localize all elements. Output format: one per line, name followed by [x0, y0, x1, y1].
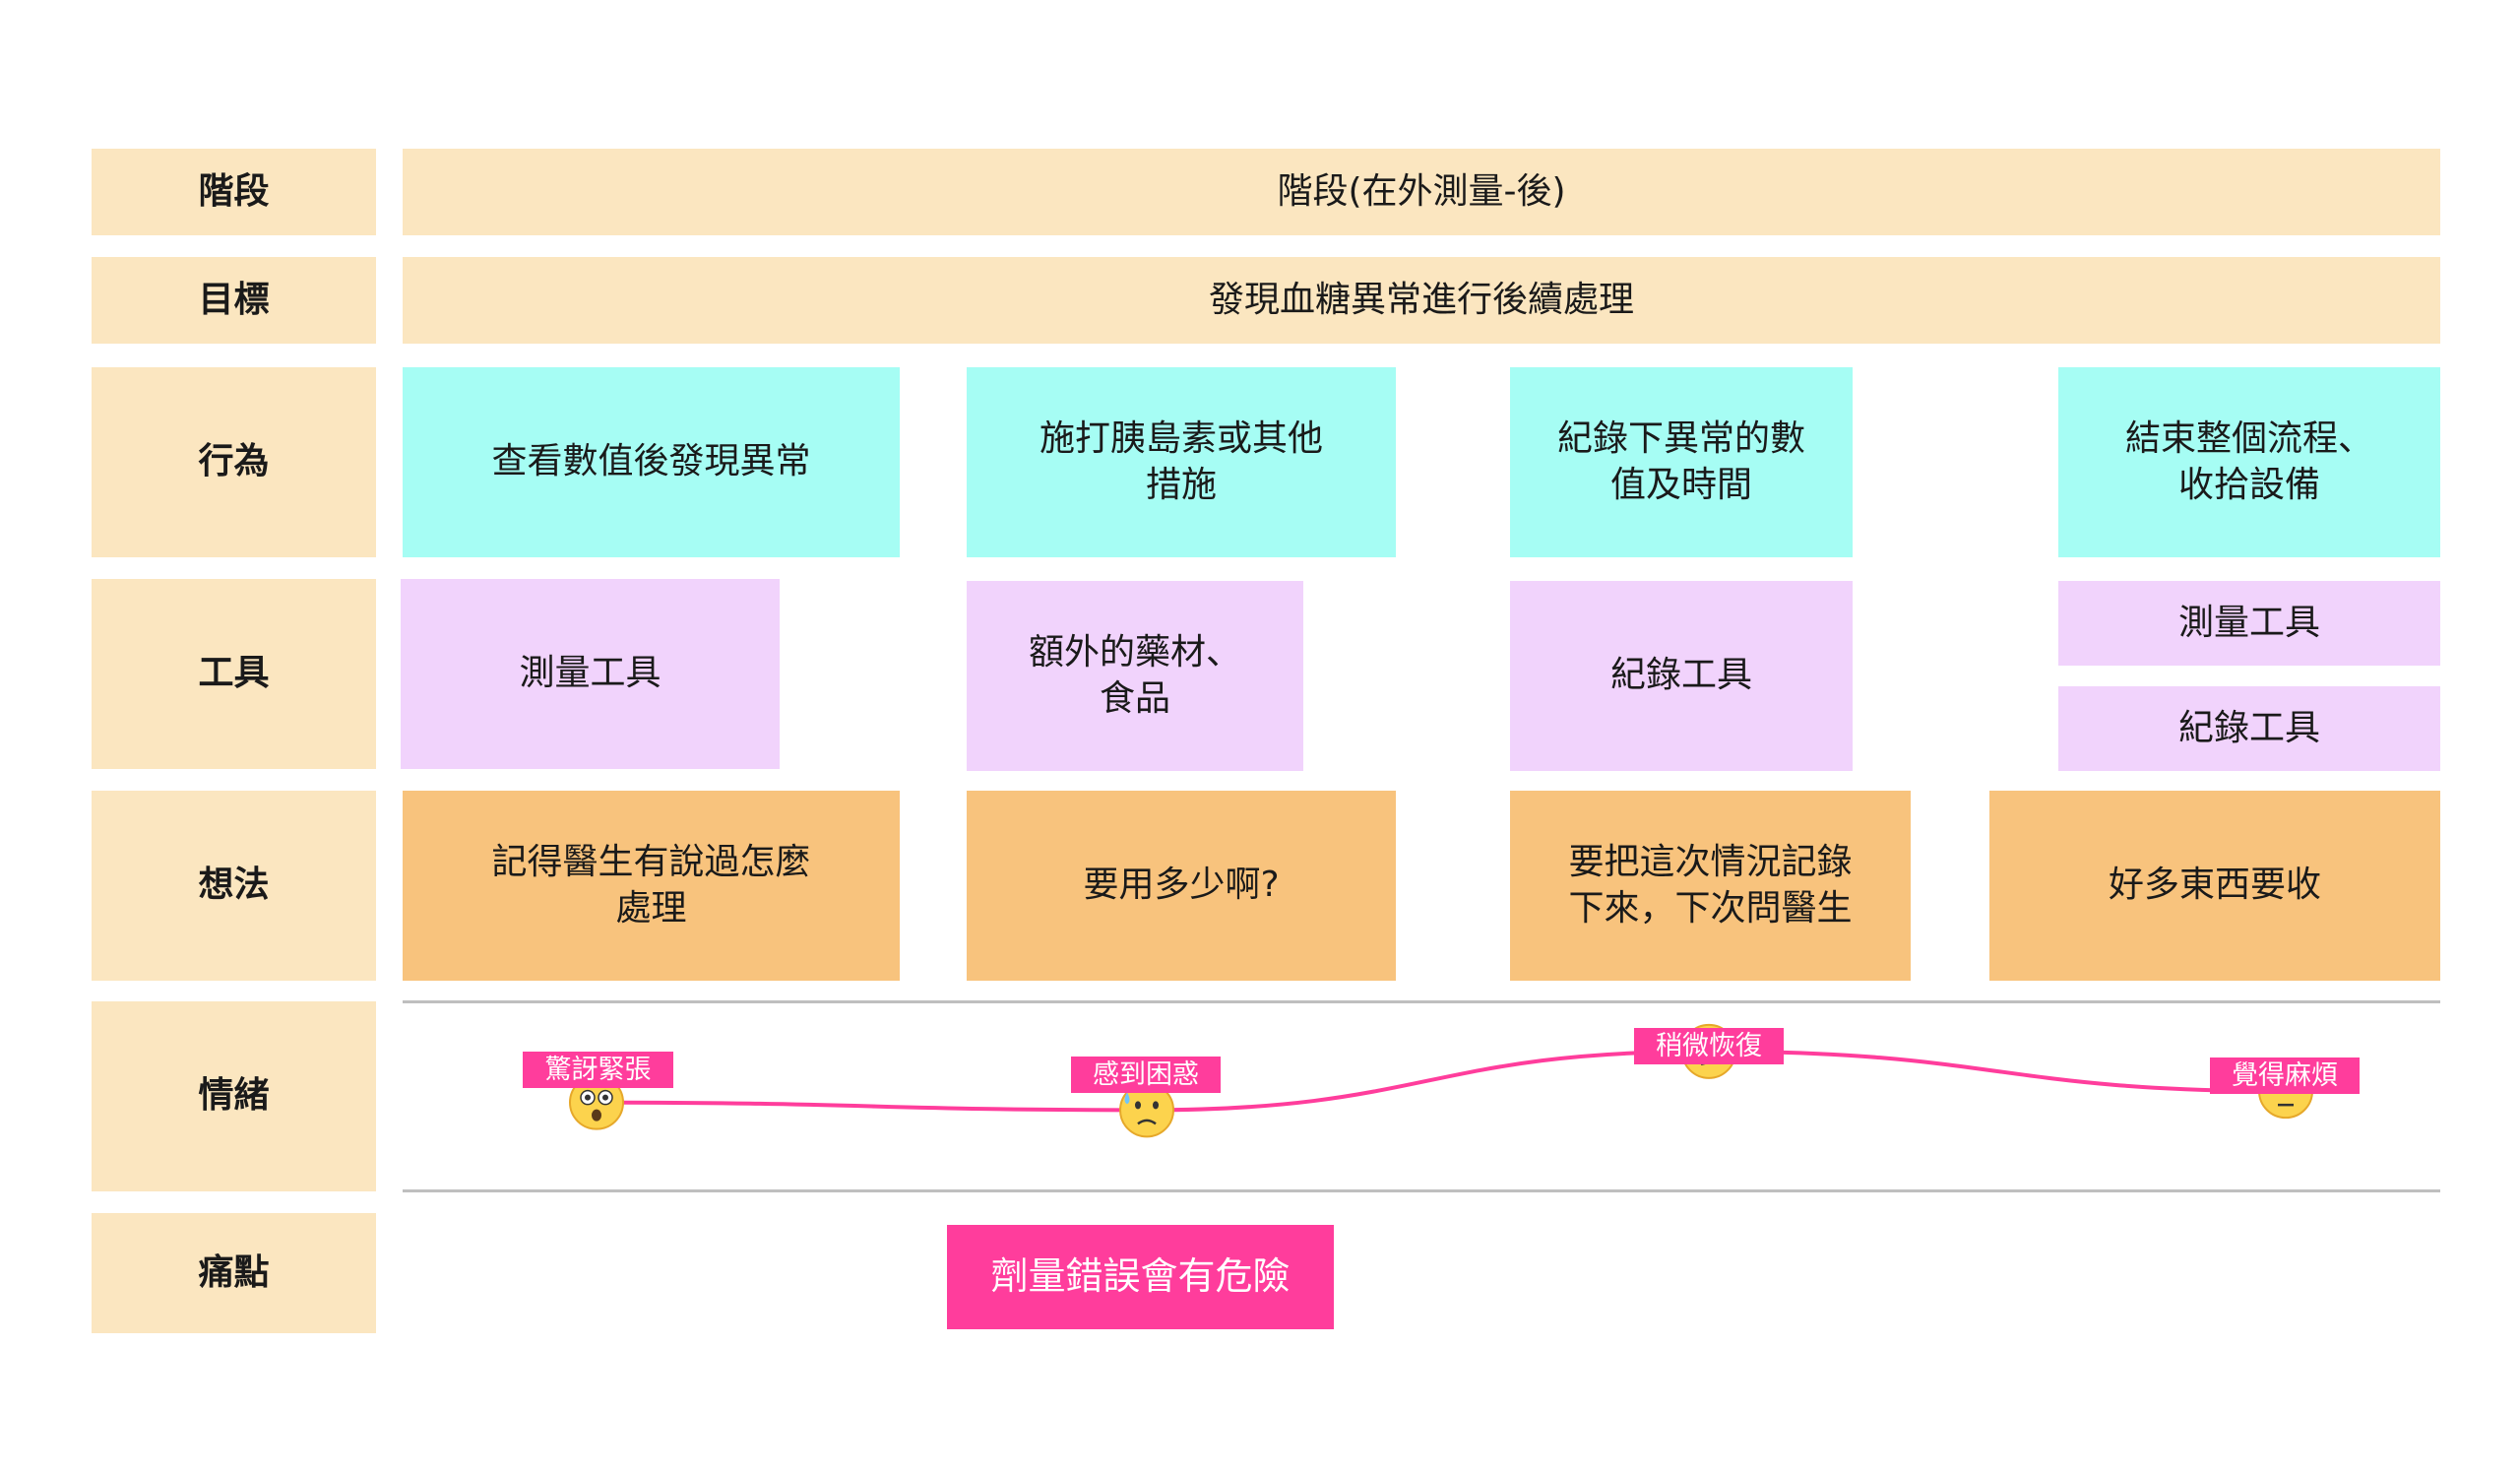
tool-card: 紀錄工具	[1510, 581, 1853, 771]
emotion-tag: 驚訝緊張	[523, 1052, 673, 1088]
pain-point-card: 劑量錯誤會有危險	[947, 1225, 1334, 1329]
tool-card: 額外的藥材、 食品	[967, 581, 1303, 771]
emotion-tag: 覺得麻煩	[2210, 1057, 2360, 1094]
behavior-card: 施打胰島素或其他 措施	[967, 367, 1396, 557]
emotion-tag: 稍微恢復	[1634, 1028, 1784, 1064]
row-label-behavior: 行為	[92, 367, 376, 557]
emotion-lane-top-line	[403, 1000, 2440, 1003]
stage-bar: 階段(在外測量-後)	[403, 149, 2440, 235]
behavior-card: 查看數值後發現異常	[403, 367, 900, 557]
emotion-tag: 感到困惑	[1071, 1057, 1221, 1093]
row-label-thoughts: 想法	[92, 791, 376, 981]
emotion-curve	[596, 1049, 2287, 1113]
astonished-face-icon	[569, 1074, 624, 1130]
thought-card: 要用多少啊?	[967, 791, 1396, 981]
row-label-emotions: 情緒	[92, 1001, 376, 1191]
behavior-card: 紀錄下異常的數 值及時間	[1510, 367, 1853, 557]
emotion-lane-bottom-line	[403, 1189, 2440, 1192]
row-label-stage: 階段	[92, 149, 376, 235]
behavior-card: 結束整個流程、 收拾設備	[2058, 367, 2440, 557]
tool-card: 紀錄工具	[2058, 686, 2440, 771]
tool-card: 測量工具	[2058, 581, 2440, 666]
thought-card: 記得醫生有說過怎麼 處理	[403, 791, 900, 981]
row-label-tools: 工具	[92, 579, 376, 769]
tool-card: 測量工具	[401, 579, 780, 769]
goal-bar: 發現血糖異常進行後續處理	[403, 257, 2440, 344]
row-label-pain-points: 痛點	[92, 1213, 376, 1333]
thought-card: 要把這次情況記錄 下來，下次問醫生	[1510, 791, 1911, 981]
thought-card: 好多東西要收	[1989, 791, 2440, 981]
row-label-goal: 目標	[92, 257, 376, 344]
